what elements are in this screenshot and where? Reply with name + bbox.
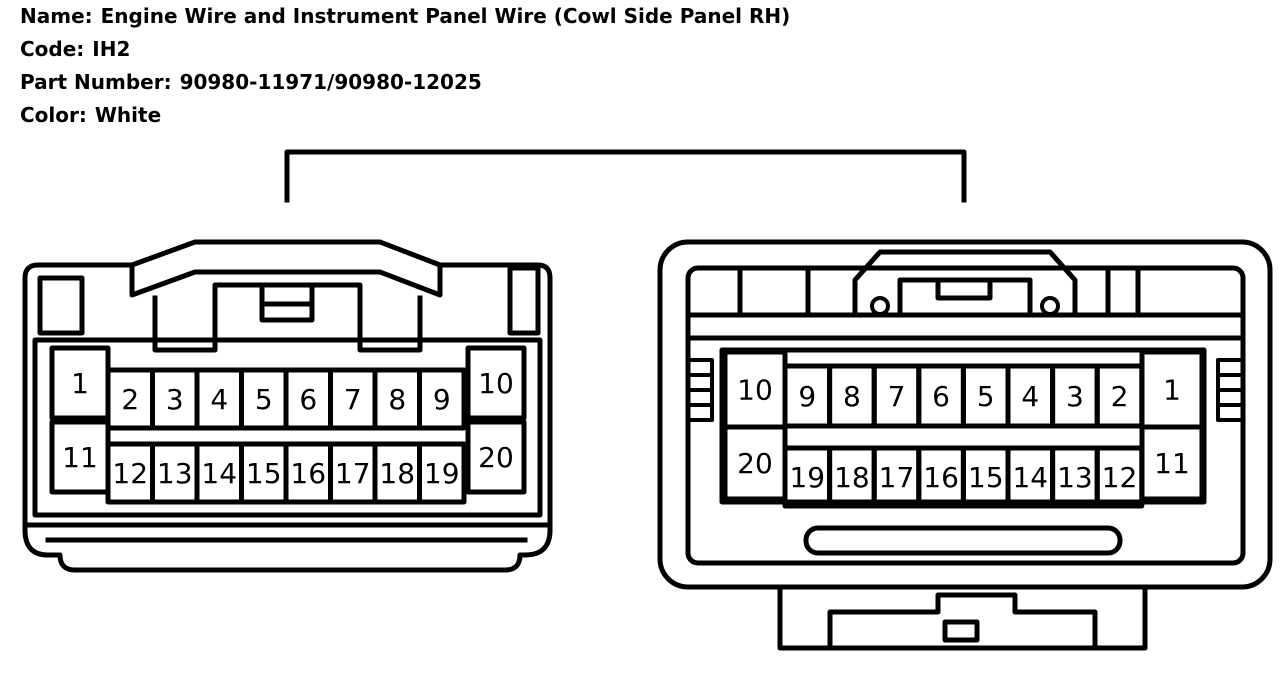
name-row: Name: Engine Wire and Instrument Panel Wi… (20, 2, 790, 30)
pin-number: 5 (255, 383, 273, 416)
pin-number: 18 (834, 461, 870, 494)
right-side-ribs-right (1216, 358, 1242, 422)
pin-number: 3 (166, 383, 184, 416)
pin-number: 9 (798, 380, 816, 413)
pin-number: 20 (478, 441, 514, 474)
pin-number: 8 (843, 380, 861, 413)
left-guide-left (37, 275, 85, 336)
right-slot (803, 525, 1123, 556)
right-latch-hole-left (870, 296, 890, 316)
pin-number: 2 (1111, 380, 1129, 413)
color-value: White (94, 103, 162, 127)
right-bottom-tab (942, 619, 980, 643)
pin-number: 18 (379, 457, 415, 490)
pin-number: 14 (201, 457, 237, 490)
pin-number: 5 (977, 380, 995, 413)
name-label: Name: (20, 4, 93, 28)
right-latch-outline (852, 249, 1078, 318)
pin-number: 17 (879, 461, 915, 494)
pin-number: 15 (246, 457, 282, 490)
pin-number: 16 (290, 457, 326, 490)
part-number-value: 90980-11971/90980-12025 (179, 70, 482, 94)
right-housing-outline (657, 239, 1273, 590)
left-housing-outline (22, 239, 553, 573)
pin-number: 1 (1163, 374, 1181, 407)
pin-number: 1 (71, 367, 89, 400)
color-row: Color: White (20, 101, 161, 129)
right-guide-left (737, 265, 811, 318)
pin-number: 13 (157, 457, 193, 490)
pin-number: 16 (923, 461, 959, 494)
color-label: Color: (20, 103, 87, 127)
right-side-ribs-left (688, 358, 714, 422)
pin-number: 20 (737, 447, 773, 480)
pin-number: 19 (424, 457, 460, 490)
pin-cell (1094, 363, 1145, 429)
code-label: Code: (20, 37, 85, 61)
pin-number: 6 (932, 380, 950, 413)
pin-number: 15 (968, 461, 1004, 494)
code-row: Code: IH2 (20, 35, 130, 63)
pin-number: 14 (1012, 461, 1048, 494)
pin-number: 7 (344, 383, 362, 416)
right-housing-inner (685, 265, 1246, 566)
right-lock-tab (897, 277, 1033, 318)
pin-number: 10 (737, 374, 773, 407)
pin-number: 11 (1154, 447, 1190, 480)
pin-number: 13 (1057, 461, 1093, 494)
part-number-label: Part Number: (20, 70, 172, 94)
pin-number: 11 (62, 441, 98, 474)
pin-cell (1094, 445, 1145, 509)
pin-cell (417, 367, 467, 431)
mating-bracket (284, 149, 967, 203)
pin-number: 9 (433, 383, 451, 416)
pin-number: 10 (478, 367, 514, 400)
pin-number: 3 (1066, 380, 1084, 413)
pin-number: 12 (112, 457, 148, 490)
right-guide-right (1105, 265, 1141, 318)
right-bottom-flange-inner (827, 592, 1098, 651)
pin-number: 6 (299, 383, 317, 416)
right-latch-hole-right (1040, 296, 1060, 316)
pin-number: 2 (121, 383, 139, 416)
pin-number: 8 (388, 383, 406, 416)
left-inner-frame (32, 337, 543, 518)
pin-number: 4 (210, 383, 228, 416)
right-bottom-flange (777, 584, 1148, 651)
pin-number: 12 (1102, 461, 1138, 494)
pin-number: 4 (1021, 380, 1039, 413)
pin-cell (417, 441, 467, 505)
part-number-row: Part Number: 90980-11971/90980-12025 (20, 68, 482, 96)
pin-number: 17 (335, 457, 371, 490)
pin-cell (465, 345, 527, 421)
pin-cell (465, 419, 527, 495)
name-value: Engine Wire and Instrument Panel Wire (C… (100, 4, 791, 28)
pin-number: 7 (888, 380, 906, 413)
left-latch-outline (129, 262, 443, 298)
pin-number: 19 (789, 461, 825, 494)
code-value: IH2 (92, 37, 131, 61)
left-guide-right (507, 265, 541, 336)
